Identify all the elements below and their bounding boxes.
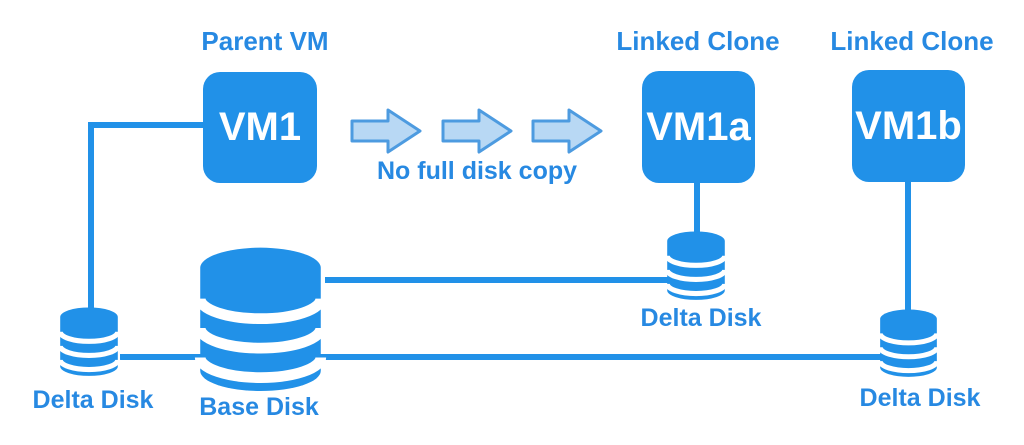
vm1a-node: VM1a — [642, 71, 755, 183]
delta-disk-a-label: Delta Disk — [640, 304, 762, 332]
linked-clone-label-a: Linked Clone — [616, 26, 780, 56]
delta-disk-b-label: Delta Disk — [859, 384, 981, 412]
no-full-disk-copy-label: No full disk copy — [376, 157, 578, 185]
delta-disk-left-label: Delta Disk — [32, 386, 154, 414]
connector-base-disk-bottom-horizontal — [120, 354, 882, 360]
right-arrow-icon — [350, 108, 422, 154]
database-icon — [877, 309, 940, 377]
base-disk-label: Base Disk — [199, 393, 319, 421]
right-arrow-icon — [531, 108, 603, 154]
linked-clone-label-b: Linked Clone — [830, 26, 994, 56]
database-icon — [194, 247, 327, 391]
connector-vm1-left-horizontal — [88, 122, 206, 128]
database-icon — [57, 307, 121, 376]
right-arrow-icon — [441, 108, 513, 154]
connector-base-disk-to-delta-a — [325, 277, 670, 283]
vm1a-node-label: VM1a — [646, 104, 751, 149]
vm1b-node-label: VM1b — [855, 103, 962, 148]
vm1-node-label: VM1 — [218, 105, 302, 149]
connector-vm1a-vertical — [694, 183, 700, 238]
vm1b-node: VM1b — [852, 70, 965, 182]
connector-vm1-left-vertical — [88, 122, 94, 314]
connector-vm1b-vertical — [905, 182, 911, 315]
database-icon — [664, 231, 728, 300]
parent-vm-label: Parent VM — [201, 26, 329, 56]
vm1-node: VM1 — [203, 72, 317, 183]
